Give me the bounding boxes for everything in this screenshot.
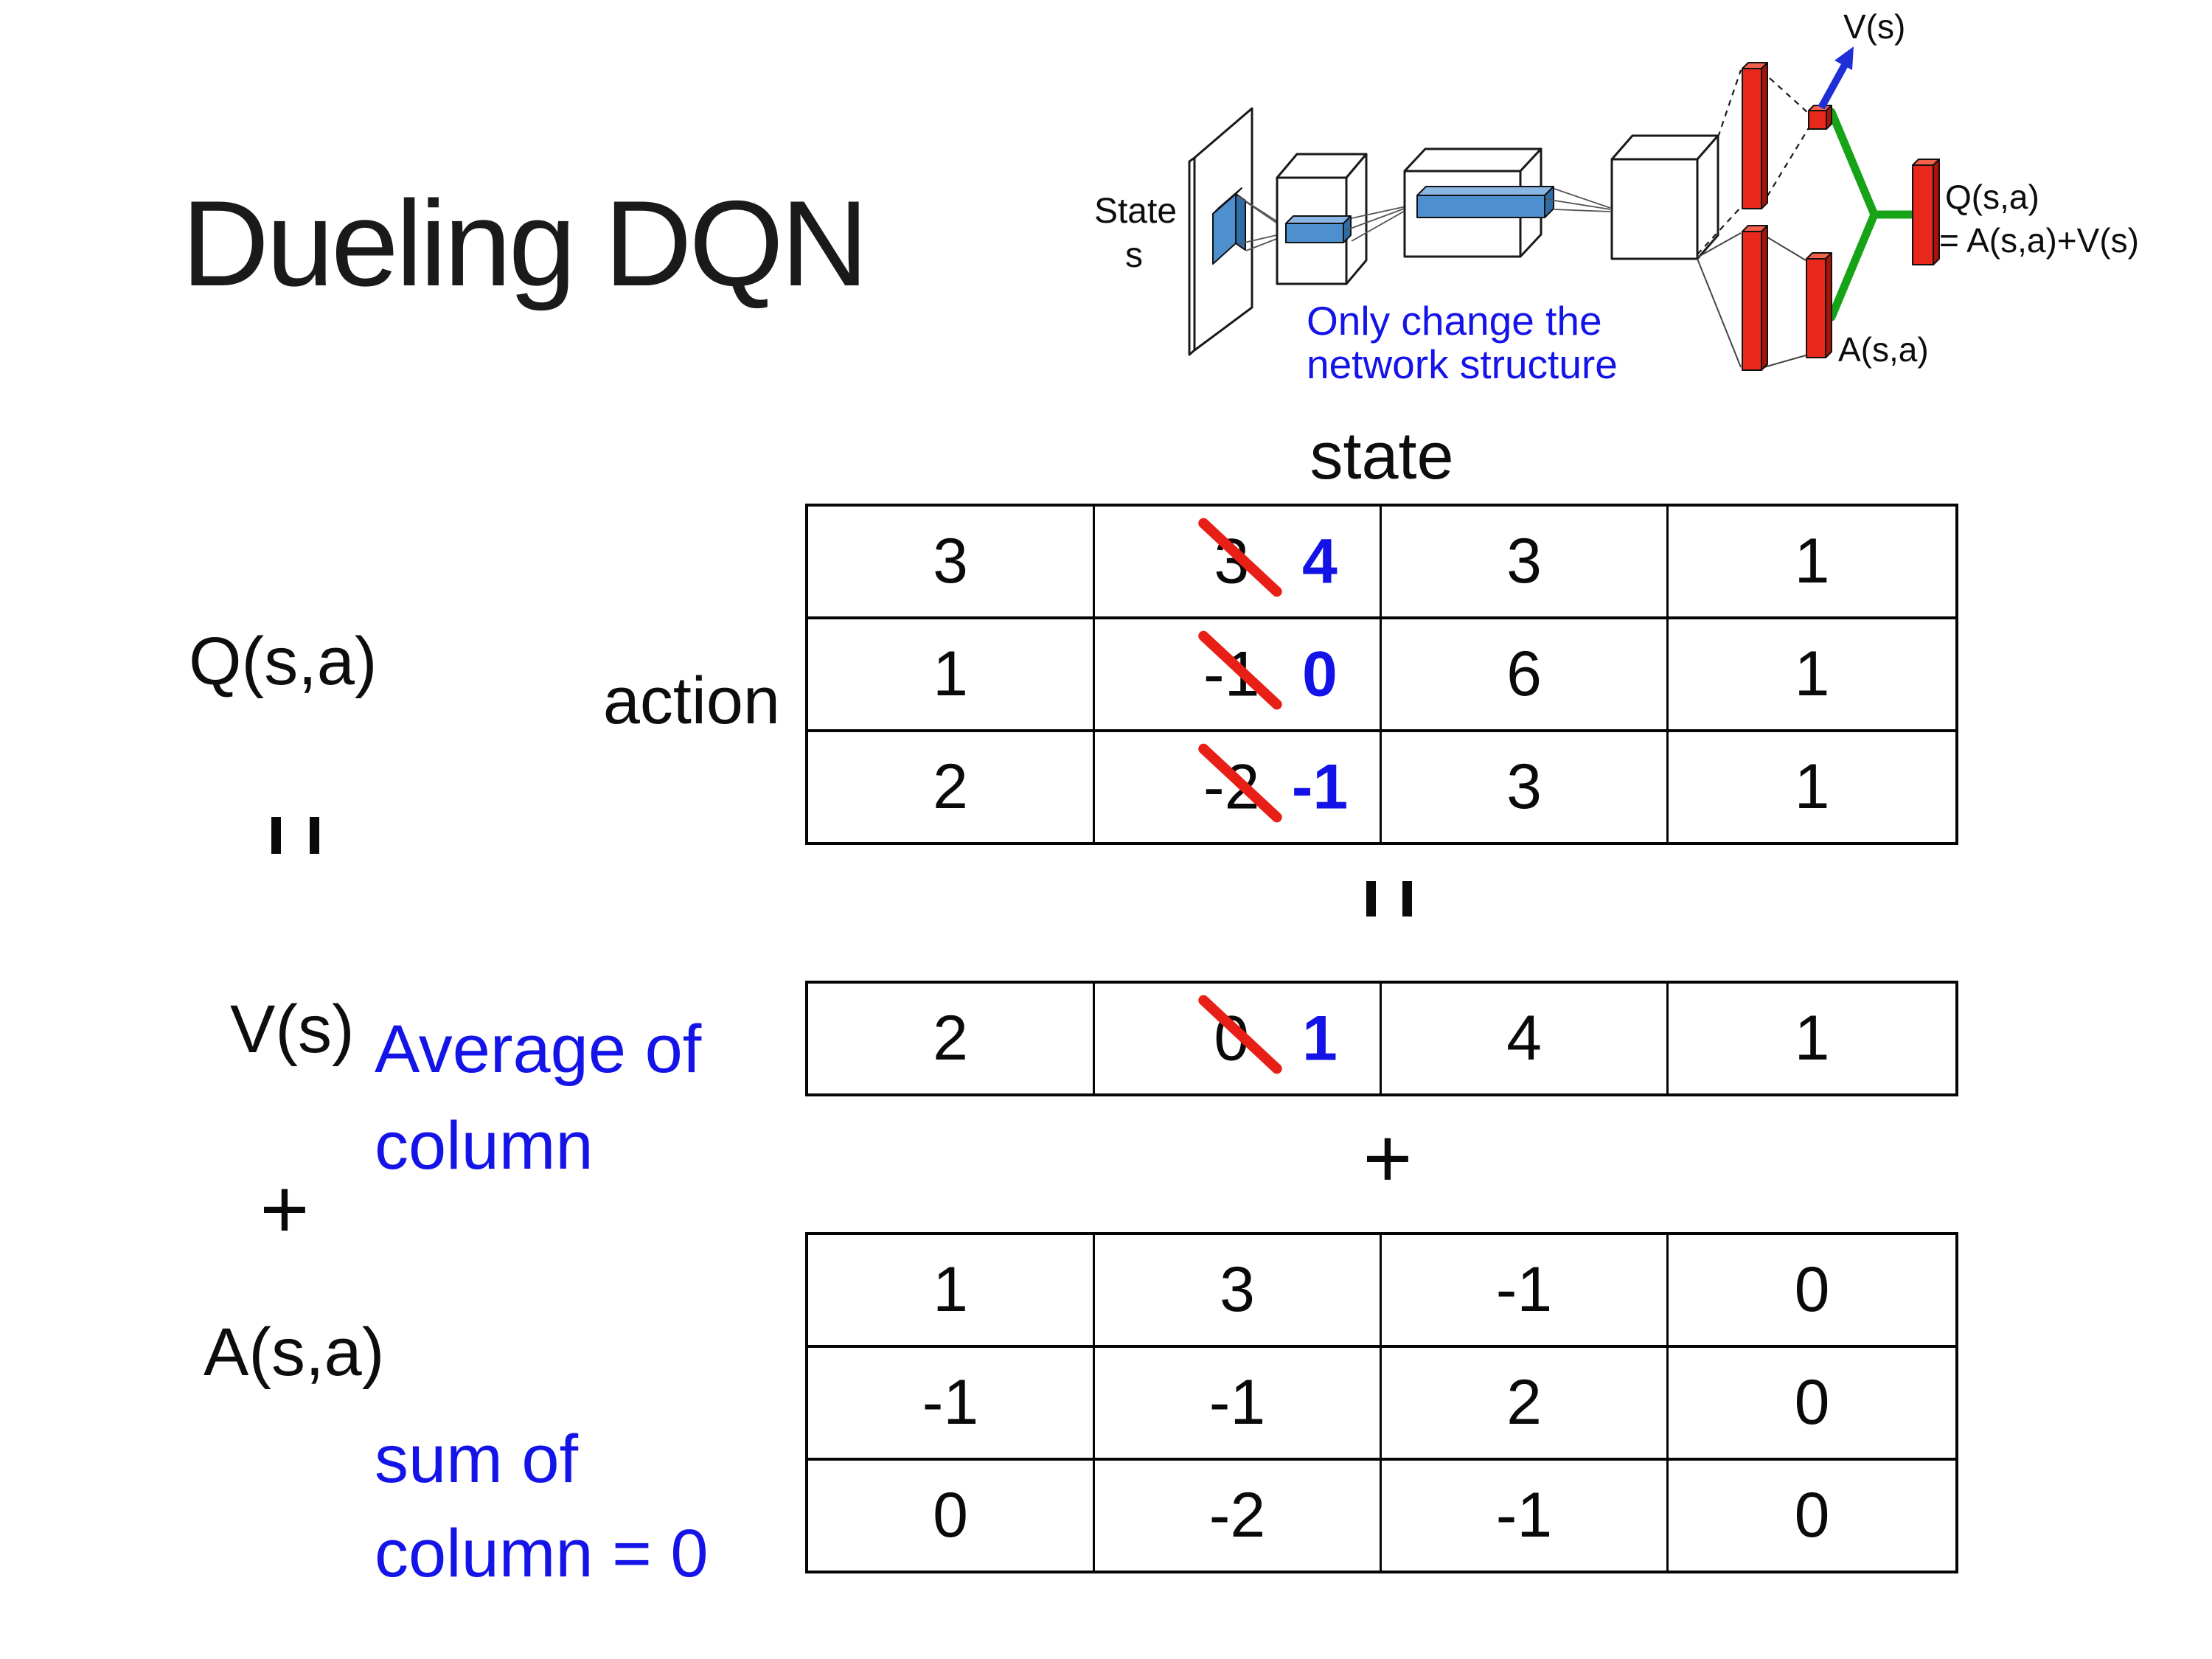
table-cell-corrected: -1 0 <box>1095 619 1382 732</box>
q-values-table: 3 3 4 3 1 1 -1 0 6 1 2 -2 -1 3 1 <box>805 504 1958 845</box>
table-cell: 6 <box>1382 619 1669 732</box>
new-value: 1 <box>1302 1003 1338 1074</box>
table-cell: 0 <box>1669 1235 1955 1348</box>
page-title: Dueling DQN <box>181 175 869 311</box>
table-cell-corrected: 3 4 <box>1095 507 1382 619</box>
value-arrow-icon <box>1818 46 1854 110</box>
diagram-q-label-line1: Q(s,a) <box>1945 178 2039 216</box>
sum-of-column-note: sum of column = 0 <box>375 1412 709 1601</box>
plus-sign-center: + <box>1363 1111 1413 1206</box>
table-cell: 2 <box>1382 1348 1669 1461</box>
diagram-note-line2: network structure <box>1307 341 1618 387</box>
table-cell: -1 <box>1095 1348 1382 1461</box>
diagram-v-label: V(s) <box>1843 7 1905 46</box>
equals-sign-rotated-left <box>271 817 319 854</box>
q-function-label: Q(s,a) <box>189 624 378 699</box>
v-function-label: V(s) <box>230 992 355 1067</box>
funnel-lines-3 <box>1545 188 1611 212</box>
new-value: 0 <box>1302 639 1338 709</box>
table-cell: 1 <box>1669 507 1955 619</box>
state-header: state <box>1310 420 1454 493</box>
v-values-table: 2 0 1 4 1 <box>805 981 1958 1096</box>
network-diagram: State s V(s) A(s,a) Q(s,a) = A(s,a)+V(s)… <box>1094 7 2139 387</box>
table-cell: 1 <box>1794 751 1830 822</box>
table-cell: 2 <box>808 984 1095 1093</box>
note-line: Average of <box>375 1012 702 1087</box>
diagram-q-label-line2: = A(s,a)+V(s) <box>1939 221 2139 260</box>
fc-red-bar-bottom <box>1742 225 1768 371</box>
merge-y-connector <box>1827 108 1916 321</box>
diagram-a-label: A(s,a) <box>1838 330 1929 369</box>
table-cell-corrected: -2 -1 <box>1095 732 1382 842</box>
conv-cube-3 <box>1610 134 1719 260</box>
table-cell: -1 <box>1382 1461 1669 1571</box>
dashed-connections <box>1697 69 1810 255</box>
note-line: column = 0 <box>375 1516 709 1591</box>
table-cell: 0 <box>1669 1348 1955 1461</box>
table-cell: 1 <box>808 619 1095 732</box>
table-cell: 3 <box>808 507 1095 619</box>
table-cell: -1 <box>808 1348 1095 1461</box>
funnel-lines-2 <box>1346 206 1407 242</box>
average-of-column-note: Average of column <box>375 1001 701 1194</box>
table-cell-corrected: 0 1 <box>1095 984 1382 1093</box>
q-output-bar <box>1912 159 1940 265</box>
diagram-state-s-label: s <box>1125 236 1143 275</box>
note-line: sum of <box>375 1422 579 1497</box>
a-values-table: 1 3 -1 0 -1 -1 2 0 0 -2 -1 0 <box>805 1232 1958 1573</box>
conv-filter-bar-1 <box>1285 215 1352 243</box>
table-cell: 0 <box>808 1461 1095 1571</box>
diagram-note-line1: Only change the <box>1307 298 1602 344</box>
equals-sign-rotated-center <box>1366 881 1412 917</box>
table-cell: 1 <box>1794 1003 1830 1074</box>
table-cell: 2 <box>808 732 1095 842</box>
action-label: action <box>602 664 780 738</box>
advantage-bar <box>1806 252 1832 358</box>
table-cell: 1 <box>1669 619 1955 732</box>
fc-red-bar-top <box>1742 62 1768 209</box>
input-filter-box <box>1212 187 1246 265</box>
solid-connections <box>1697 232 1806 369</box>
new-value: -1 <box>1291 751 1349 822</box>
new-value: 4 <box>1302 526 1338 597</box>
table-cell: 3 <box>1095 1235 1382 1348</box>
plus-sign-left: + <box>260 1162 310 1256</box>
conv-filter-bar-2 <box>1416 186 1554 218</box>
table-cell: 0 <box>1794 1480 1830 1551</box>
note-line: column <box>375 1108 594 1183</box>
table-cell: 3 <box>1382 732 1669 842</box>
table-cell: 1 <box>808 1235 1095 1348</box>
table-cell: -2 <box>1095 1461 1382 1571</box>
table-cell: 4 <box>1382 984 1669 1093</box>
table-cell: -1 <box>1382 1235 1669 1348</box>
a-function-label: A(s,a) <box>204 1315 385 1390</box>
table-cell: 3 <box>1382 507 1669 619</box>
value-node-box <box>1808 105 1832 130</box>
diagram-state-label: State <box>1094 192 1177 231</box>
